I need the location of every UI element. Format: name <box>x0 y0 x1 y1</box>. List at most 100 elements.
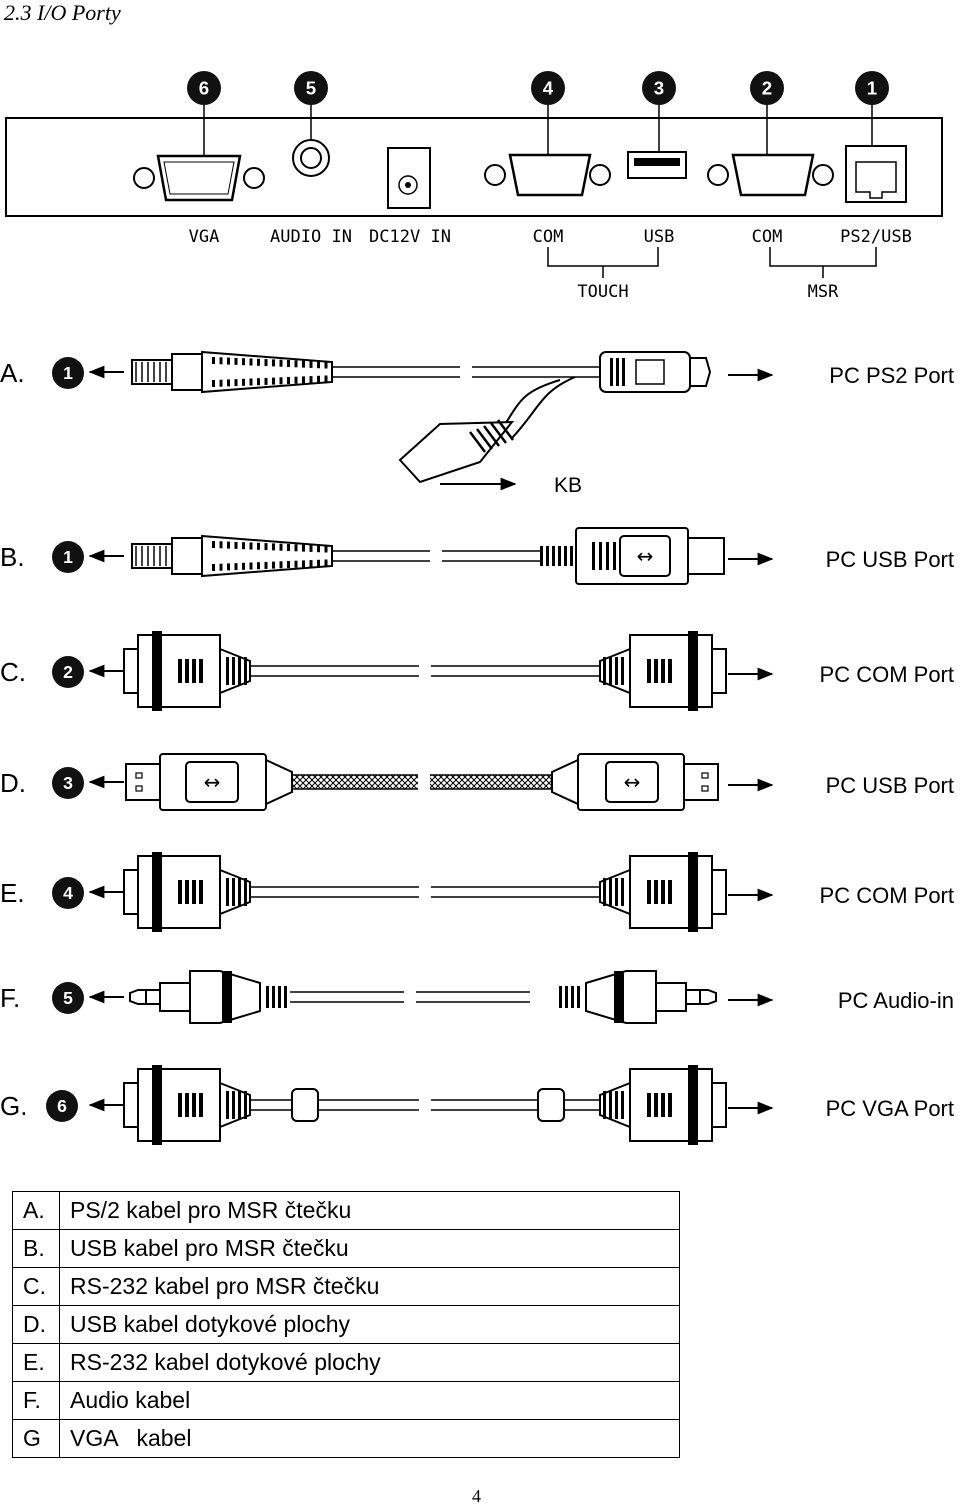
vga-port-icon <box>133 154 265 202</box>
cable-drawing-usb: ↔↔ <box>125 753 719 811</box>
svg-text:6: 6 <box>57 1096 67 1116</box>
svg-text:↔: ↔ <box>624 770 641 794</box>
legend-row: D.USB kabel dotykové plochy <box>12 1305 680 1344</box>
port-badge-6: 6 <box>187 71 221 105</box>
port-badge-5: 5 <box>294 71 328 105</box>
section-heading: 2.3 I/O Porty <box>4 0 121 25</box>
port-label-3: COM <box>533 227 564 247</box>
legend-key: D. <box>12 1305 60 1344</box>
cable-destination: PC USB Port <box>826 547 954 572</box>
cable-row-4: E. 4 PC COM Port <box>0 852 954 932</box>
legend-text: VGA kabel <box>59 1419 680 1458</box>
rj-port-icon <box>845 145 907 203</box>
cable-row-0: A. 1KB PC PS2 Port <box>0 350 954 497</box>
cable-badge: 1 <box>52 541 84 573</box>
cable-badge: 3 <box>52 767 84 799</box>
cable-drawing-vga <box>123 1065 727 1145</box>
cable-destination: PC COM Port <box>820 662 954 687</box>
svg-text:3: 3 <box>654 77 664 98</box>
cable-destination: PC COM Port <box>820 883 954 908</box>
cable-drawing-usbrj: ↔ <box>131 527 725 585</box>
cable-destination: PC VGA Port <box>826 1096 954 1121</box>
legend-row: F.Audio kabel <box>12 1381 680 1420</box>
legend-text: RS-232 kabel pro MSR čtečku <box>59 1267 680 1306</box>
cable-letter: G. <box>0 1091 27 1121</box>
cable-letter: E. <box>0 878 25 908</box>
legend-text: USB kabel dotykové plochy <box>59 1305 680 1344</box>
legend-row: B.USB kabel pro MSR čtečku <box>12 1229 680 1268</box>
svg-text:↔: ↔ <box>637 544 654 568</box>
legend-key: G <box>12 1419 60 1458</box>
page-number: 4 <box>472 1486 481 1506</box>
cable-badge: 6 <box>46 1090 78 1122</box>
cable-drawing-ps2 <box>131 350 712 491</box>
port-label-6: PS2/USB <box>840 227 912 247</box>
legend-row: E.RS-232 kabel dotykové plochy <box>12 1343 680 1382</box>
com-port-msr-icon <box>707 153 834 197</box>
cable-badge: 4 <box>52 877 84 909</box>
usb-port-icon <box>627 151 687 179</box>
legend-key: B. <box>12 1229 60 1268</box>
cable-row-1: B. 1 ↔ PC USB Port <box>0 527 954 585</box>
svg-text:1: 1 <box>867 77 877 98</box>
cable-destination: PC USB Port <box>826 773 954 798</box>
group-label-touch: TOUCH <box>577 282 628 302</box>
cable-drawing-com <box>123 631 727 711</box>
cable-letter: B. <box>0 542 25 572</box>
kb-label: KB <box>554 474 582 497</box>
cable-row-6: G. 6 PC VGA Port <box>0 1065 954 1145</box>
group-brackets <box>547 247 877 278</box>
dc-power-port-icon <box>387 147 431 209</box>
svg-text:↔: ↔ <box>204 770 221 794</box>
cable-destination: PC Audio-in <box>838 988 954 1013</box>
cable-letter: D. <box>0 768 26 798</box>
port-badge-3: 3 <box>642 71 676 105</box>
svg-text:3: 3 <box>63 773 73 793</box>
svg-text:1: 1 <box>63 547 73 567</box>
port-label-2: DC12V IN <box>369 227 451 247</box>
svg-text:2: 2 <box>63 662 73 682</box>
legend-text: USB kabel pro MSR čtečku <box>59 1229 680 1268</box>
svg-text:5: 5 <box>306 77 316 98</box>
legend-key: A. <box>12 1191 60 1230</box>
legend-key: C. <box>12 1267 60 1306</box>
legend-key: F. <box>12 1381 60 1420</box>
callout-lines <box>203 104 873 156</box>
cable-letter: F. <box>0 983 20 1013</box>
port-label-1: AUDIO IN <box>270 227 352 247</box>
port-badge-4: 4 <box>531 71 565 105</box>
cable-letter: A. <box>0 358 25 388</box>
port-label-4: USB <box>644 227 675 247</box>
svg-text:1: 1 <box>63 363 73 383</box>
cable-drawing-audio <box>129 970 717 1024</box>
svg-text:4: 4 <box>543 77 554 98</box>
legend-text: RS-232 kabel dotykové plochy <box>59 1343 680 1382</box>
cable-row-5: F. 5 PC Audio-in <box>0 970 954 1024</box>
port-badge-1: 1 <box>855 71 889 105</box>
back-panel <box>5 117 943 217</box>
cable-destination: PC PS2 Port <box>829 363 954 388</box>
port-badge-2: 2 <box>750 71 784 105</box>
cable-badge: 1 <box>52 357 84 389</box>
cable-letter: C. <box>0 657 26 687</box>
legend-text: PS/2 kabel pro MSR čtečku <box>59 1191 680 1230</box>
port-label-0: VGA <box>189 227 220 247</box>
legend-text: Audio kabel <box>59 1381 680 1420</box>
legend-row: C.RS-232 kabel pro MSR čtečku <box>12 1267 680 1306</box>
cable-row-3: D.3↔↔PC USB Port <box>0 753 954 811</box>
cable-badge: 5 <box>52 982 84 1014</box>
port-label-5: COM <box>752 227 783 247</box>
com-port-touch-icon <box>484 153 611 197</box>
svg-text:5: 5 <box>63 988 73 1008</box>
svg-text:6: 6 <box>199 77 209 98</box>
svg-text:2: 2 <box>762 77 772 98</box>
legend-row: A.PS/2 kabel pro MSR čtečku <box>12 1191 680 1230</box>
cable-row-2: C. 2 PC COM Port <box>0 631 954 711</box>
svg-text:4: 4 <box>63 883 73 903</box>
cable-drawing-com <box>123 852 727 932</box>
legend-key: E. <box>12 1343 60 1382</box>
cable-badge: 2 <box>52 656 84 688</box>
